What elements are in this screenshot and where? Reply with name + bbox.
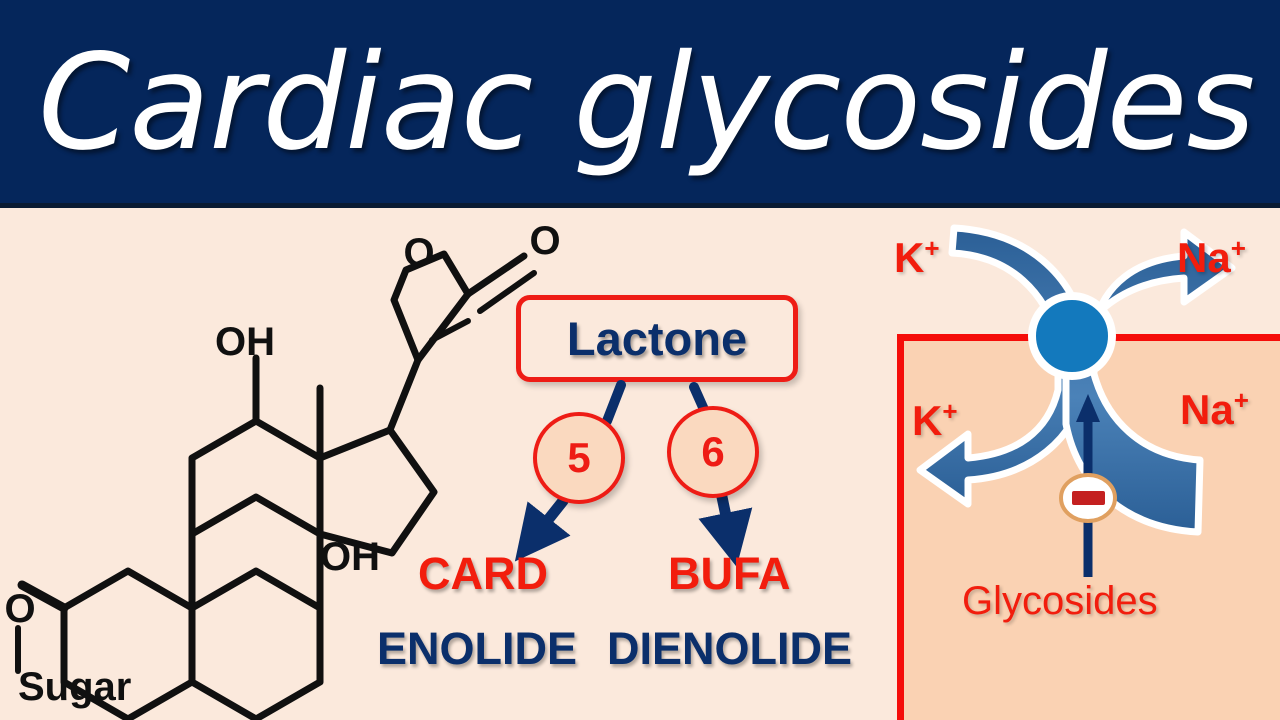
glycosides-drug-label: Glycosides — [962, 579, 1158, 623]
k-in-charge: + — [942, 396, 958, 426]
k-out-symbol: K — [894, 234, 925, 281]
bond-c-o-carbonyl-a — [464, 252, 528, 298]
bufadienolide-bottom-label: DIENOLIDE — [607, 623, 853, 674]
ring-size-circle-5[interactable]: 5 — [533, 412, 625, 504]
header-band — [0, 0, 1280, 203]
lactone-carbonyl-oxygen-icon: O — [529, 219, 560, 263]
steroid-ring-b — [188, 567, 324, 720]
sodium-potassium-pump-diagram: K+ Na+ K+ Na+ Glycosides — [880, 208, 1280, 720]
atpase-pump-circle — [1028, 292, 1116, 380]
hydroxyl-c14-label: OH — [320, 535, 380, 579]
lactone-double-bond-inner — [429, 318, 471, 343]
steroid-ring-c-left — [188, 493, 324, 612]
label-potassium-extracellular: K+ — [894, 234, 940, 282]
inhibition-minus-badge — [1059, 473, 1117, 523]
bond-c17-lactone — [386, 356, 422, 434]
glycoside-inhibition-arrowhead — [1076, 394, 1100, 422]
lactone-callout-label: Lactone — [566, 312, 748, 365]
lactone-callout-box[interactable]: Lactone — [516, 295, 798, 382]
ring-size-circle-6-value: 6 — [701, 428, 725, 475]
ring-size-circle-6[interactable]: 6 — [667, 406, 759, 498]
na-in-symbol: Na — [1180, 386, 1234, 433]
hydroxyl-c12-label: OH — [215, 320, 275, 364]
na-out-charge: + — [1230, 233, 1246, 263]
lactone-ring-frame — [390, 250, 472, 364]
label-sodium-intracellular: Na+ — [1180, 386, 1249, 434]
minus-icon — [1072, 491, 1105, 505]
bond-c-o-carbonyl-b — [477, 270, 537, 314]
glycosidic-oxygen-label: O — [4, 587, 35, 631]
k-in-symbol: K — [912, 397, 943, 444]
na-out-symbol: Na — [1177, 234, 1231, 281]
bond-c3-o — [17, 580, 69, 613]
lactone-c-c-bond — [414, 290, 472, 364]
pump-arrows-svg — [916, 224, 1236, 577]
page-title: Cardiac glycosides — [38, 26, 1255, 180]
ring-size-circle-5-value: 5 — [567, 434, 591, 481]
na-in-charge: + — [1233, 385, 1249, 415]
cardenolide-top-label: CARD — [418, 548, 548, 599]
lactone-ring-oxygen-icon: O — [403, 231, 434, 275]
bufadienolide-top-label: BUFA — [668, 548, 791, 599]
steroid-ring-c — [188, 417, 324, 538]
steroid-ring-d — [316, 426, 438, 557]
chemical-structure-diagram: O O OH OH O Sugar — [4, 219, 561, 720]
k-out-charge: + — [924, 233, 940, 263]
cardenolide-bottom-label: ENOLIDE — [377, 623, 578, 674]
sugar-label: Sugar — [18, 665, 131, 709]
header-divider-rule — [0, 203, 1280, 208]
label-potassium-intracellular: K+ — [912, 397, 958, 445]
label-sodium-extracellular: Na+ — [1177, 234, 1246, 282]
